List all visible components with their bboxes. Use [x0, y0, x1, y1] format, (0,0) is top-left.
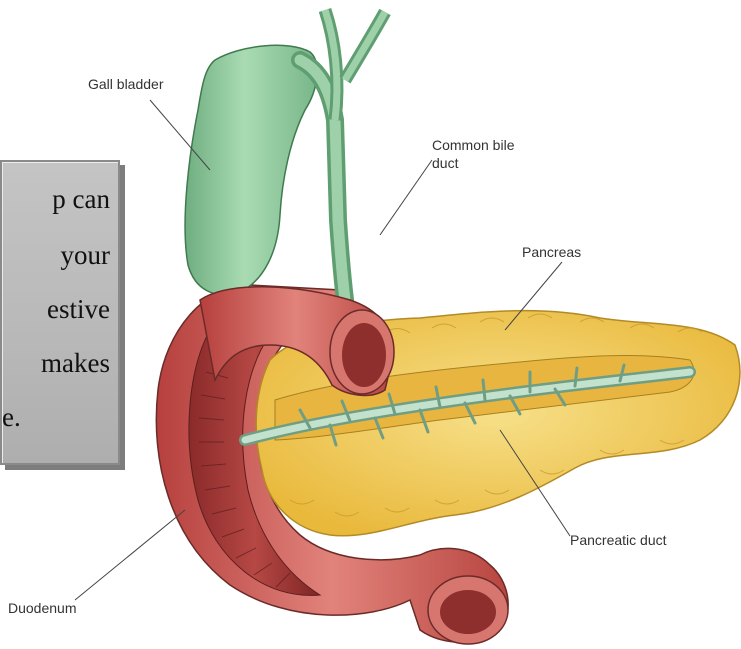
label-common-bile-duct-line1: Common bile: [432, 137, 514, 154]
callout-line-1: p can: [52, 184, 110, 215]
label-duodenum: Duodenum: [8, 600, 77, 617]
callout-line-4: makes: [41, 348, 110, 379]
callout-line-3: estive: [47, 294, 110, 325]
callout-text-box: p can your estive makes e.: [0, 160, 120, 465]
label-gall-bladder: Gall bladder: [88, 76, 164, 93]
label-pancreas: Pancreas: [522, 244, 581, 261]
label-pancreatic-duct: Pancreatic duct: [570, 532, 667, 549]
label-common-bile-duct-line2: duct: [432, 155, 458, 172]
callout-line-2: your: [61, 240, 111, 271]
callout-line-5: e.: [2, 402, 21, 433]
gallbladder: [185, 10, 385, 300]
